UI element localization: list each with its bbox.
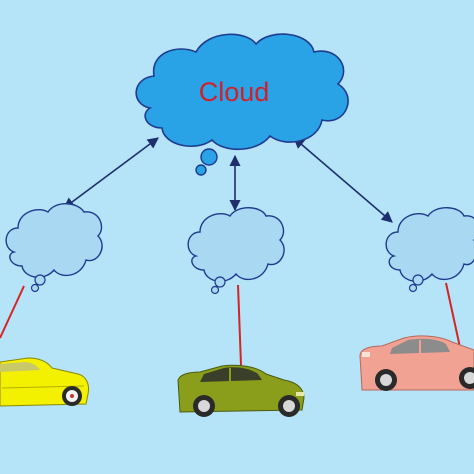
- main-cloud: Cloud: [135, 33, 349, 176]
- link-center-to-car: [237, 284, 242, 366]
- fog-right-bubble-large: [412, 274, 424, 286]
- link-left-to-car: [0, 285, 25, 339]
- fog-left-bubble-large: [34, 274, 46, 286]
- fog-right-bubble-small: [408, 283, 418, 293]
- fog-center-bubble-large: [214, 276, 226, 288]
- car-green: [177, 364, 305, 417]
- car-pink: [359, 335, 474, 391]
- fog-cloud-right: [385, 207, 474, 293]
- fog-cloud-center: [187, 207, 285, 295]
- cloud-label: Cloud: [199, 77, 270, 107]
- arrow-main-to-right: [293, 137, 393, 223]
- main-cloud-bubble-large: [200, 148, 218, 166]
- car-yellow: [0, 357, 89, 407]
- fog-cloud-left: [5, 203, 103, 293]
- arrow-main-to-left: [63, 137, 159, 209]
- fog-left-bubble-small: [30, 283, 40, 293]
- fog-center-bubble-small: [210, 285, 220, 295]
- main-cloud-bubble-small: [195, 164, 207, 176]
- link-right-to-car: [445, 282, 462, 353]
